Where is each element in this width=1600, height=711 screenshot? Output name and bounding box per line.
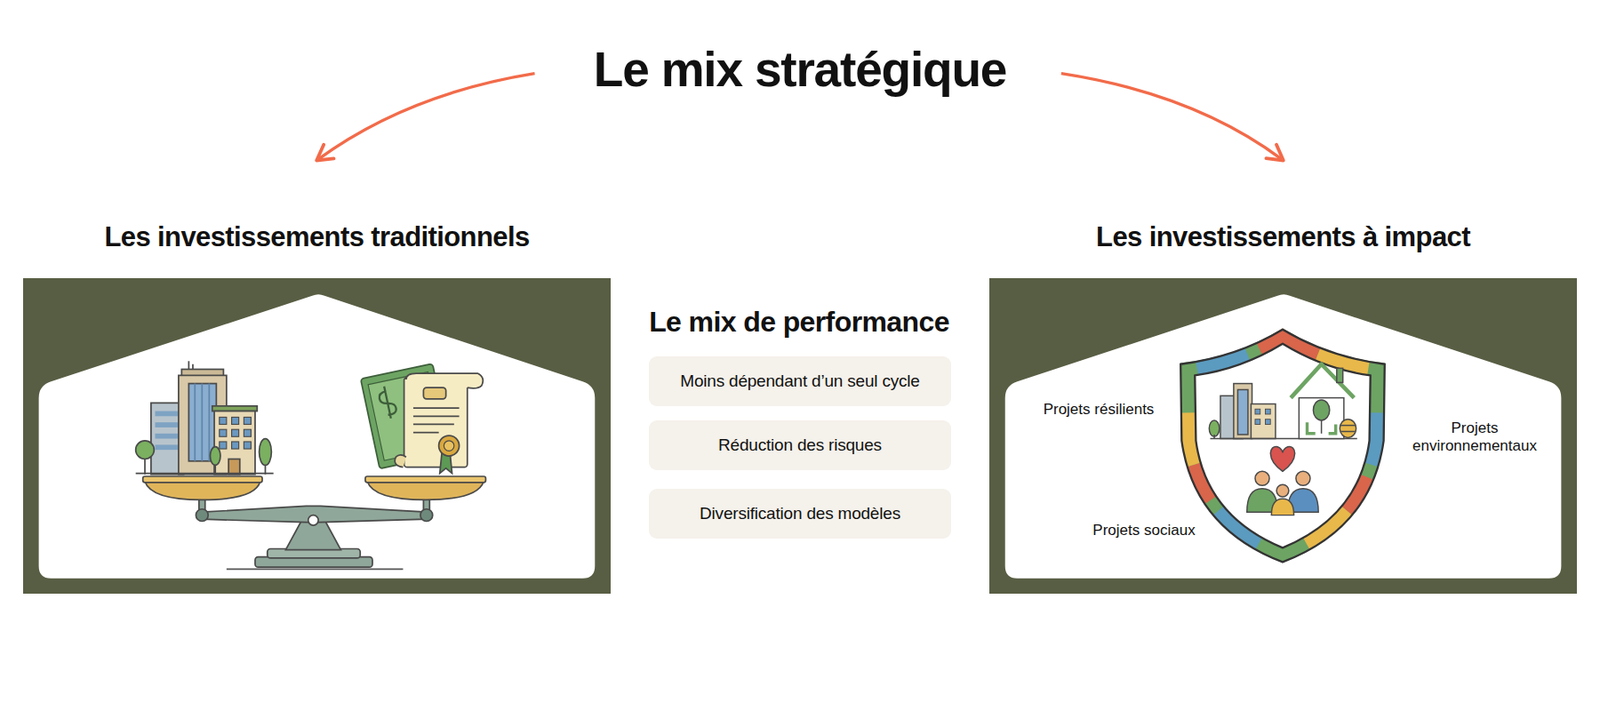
title-arrow	[318, 73, 535, 160]
benefit-text: Réduction des risques	[718, 435, 882, 456]
benefit-text: Diversification des modèles	[699, 504, 901, 524]
section-heading: Le mix de performance	[648, 305, 950, 339]
benefit-box: Moins dépendant d’un seul cycle	[648, 356, 952, 407]
category-label: Projets sociaux	[1092, 521, 1195, 540]
panel-heading: Les investissements à impact	[953, 221, 1600, 254]
title-arrow	[1061, 73, 1282, 160]
panel-heading: Les investissements traditionnels	[0, 221, 647, 254]
benefit-text: Moins dépendant d’un seul cycle	[680, 371, 920, 392]
category-label: Projets résilients	[1043, 400, 1155, 419]
category-panel: Les investissements traditionnels	[23, 278, 611, 594]
category-label: Projets environnementaux	[1403, 419, 1546, 456]
benefit-box: Diversification des modèles	[648, 488, 952, 539]
diagram-title: Le mix stratégique	[0, 40, 1600, 98]
benefit-box: Réduction des risques	[648, 420, 952, 471]
